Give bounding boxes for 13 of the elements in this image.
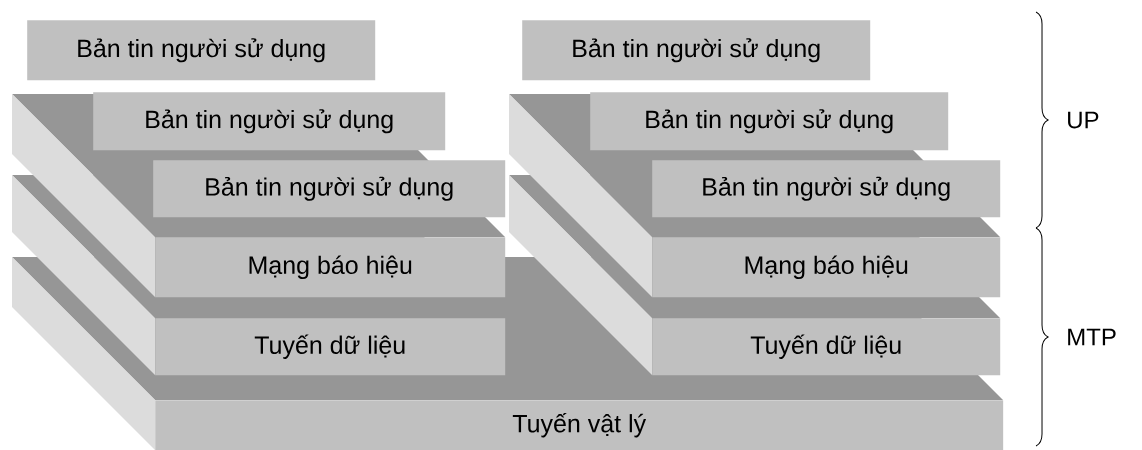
layer-box: Tuyến vật lý [155, 400, 1004, 450]
layer-box: Bản tin người sử dụng [652, 160, 1001, 218]
layer-box: Mạng báo hiệu [155, 237, 506, 298]
layer-box: Bản tin người sử dụng [93, 92, 446, 151]
layer-box: Bản tin người sử dụng [27, 20, 376, 81]
layer-box: Bản tin người sử dụng [522, 20, 871, 81]
layer-group-label: MTP [1068, 328, 1116, 346]
layer-box: Mạng báo hiệu [652, 237, 1001, 298]
layer-box: Tuyến dữ liệu [155, 318, 506, 376]
layer-box: Bản tin người sử dụng [590, 92, 949, 151]
layer-box: Tuyến dữ liệu [652, 318, 1001, 376]
layer-box: Bản tin người sử dụng [153, 160, 506, 218]
layer-group-label: UP [1068, 111, 1099, 129]
